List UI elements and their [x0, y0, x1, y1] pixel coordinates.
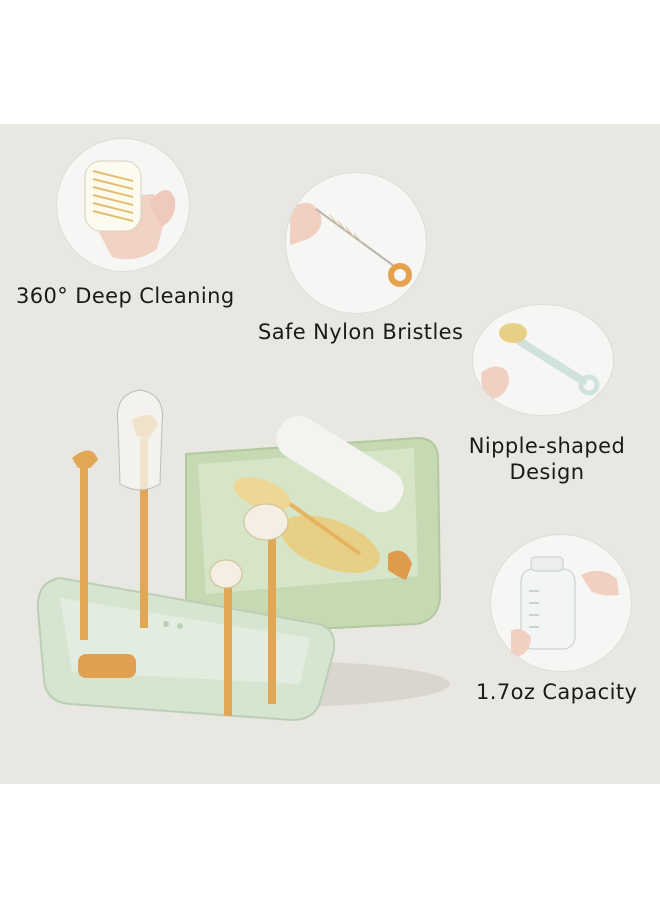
feature-label-nylon-bristles: Safe Nylon Bristles [258, 320, 464, 344]
feature-circle-capacity [490, 534, 632, 672]
feature-label-nipple-design-line2: Design [509, 460, 585, 484]
product-image: 360° Deep Cleaning Safe Nylon Bristles N… [0, 124, 660, 784]
feature-circle-nylon-bristles [285, 172, 427, 314]
straw-brush-icon [290, 202, 412, 287]
feature-circle-deep-cleaning [56, 138, 190, 272]
nipple-brush-icon [481, 323, 600, 401]
feature-label-capacity: 1.7oz Capacity [476, 680, 638, 704]
feature-circle-nipple-design [472, 304, 614, 416]
feature-label-nipple-design-line1: Nipple-shaped [468, 434, 626, 458]
feature-label-deep-cleaning: 360° Deep Cleaning [16, 284, 235, 308]
hand-brush-icon [84, 160, 176, 260]
dispenser-bottle-icon [511, 556, 619, 659]
